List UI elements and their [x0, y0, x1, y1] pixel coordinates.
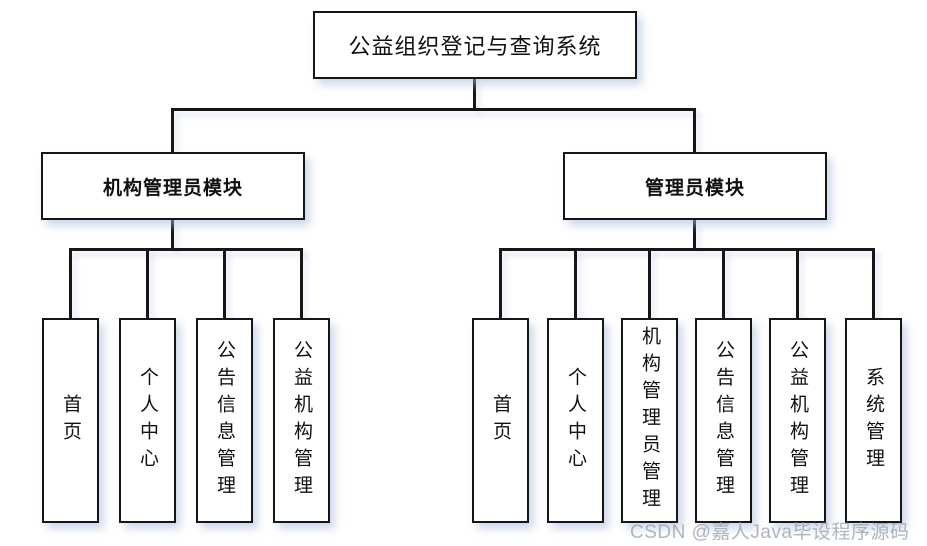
- leaf-node-label: 公告信息管理: [713, 339, 734, 502]
- connector-line: [69, 248, 72, 318]
- module-node-label: 机构管理员模块: [102, 177, 243, 199]
- module-node-org-admin: 机构管理员模块: [41, 152, 305, 220]
- connector-line: [499, 248, 875, 251]
- leaf-node-home: 首页: [42, 318, 99, 523]
- leaf-node-personal-center: 个人中心: [119, 318, 176, 523]
- leaf-node-org-mgmt: 公益机构管理: [273, 318, 330, 523]
- leaf-node-label: 公益机构管理: [787, 339, 808, 502]
- connector-line: [171, 108, 174, 152]
- connector-line: [574, 248, 577, 318]
- leaf-node-label: 个人中心: [137, 366, 158, 475]
- csdn-watermark: CSDN @嘉人Java毕设程序源码: [630, 522, 910, 543]
- connector-line: [499, 248, 502, 318]
- leaf-node-org-mgmt: 公益机构管理: [769, 318, 826, 523]
- leaf-node-system-mgmt: 系统管理: [845, 318, 902, 523]
- root-node-system-title: 公益组织登记与查询系统: [313, 11, 637, 79]
- root-node-label: 公益组织登记与查询系统: [348, 34, 602, 59]
- leaf-node-label: 公告信息管理: [214, 339, 235, 502]
- leaf-node-label: 机构管理员管理: [639, 326, 660, 515]
- connector-line: [146, 248, 149, 318]
- connector-line: [693, 108, 696, 152]
- connector-line: [223, 248, 226, 318]
- module-node-label: 管理员模块: [644, 177, 745, 199]
- leaf-node-label: 公益机构管理: [291, 339, 312, 502]
- connector-line: [796, 248, 799, 318]
- connector-line: [872, 248, 875, 318]
- connector-line: [693, 220, 696, 248]
- leaf-node-home: 首页: [472, 318, 529, 523]
- connector-line: [171, 220, 174, 248]
- leaf-node-org-admin-mgmt: 机构管理员管理: [621, 318, 678, 523]
- leaf-node-label: 个人中心: [565, 366, 586, 475]
- connector-line: [473, 79, 476, 109]
- connector-line: [171, 108, 696, 111]
- module-node-admin: 管理员模块: [563, 152, 827, 220]
- connector-line: [69, 248, 303, 251]
- leaf-node-personal-center: 个人中心: [547, 318, 604, 523]
- leaf-node-label: 首页: [60, 393, 81, 448]
- leaf-node-label: 首页: [490, 393, 511, 448]
- connector-line: [648, 248, 651, 318]
- connector-line: [722, 248, 725, 318]
- leaf-node-announcement-mgmt: 公告信息管理: [695, 318, 752, 523]
- connector-line: [300, 248, 303, 318]
- leaf-node-label: 系统管理: [863, 366, 884, 475]
- leaf-node-announcement-mgmt: 公告信息管理: [196, 318, 253, 523]
